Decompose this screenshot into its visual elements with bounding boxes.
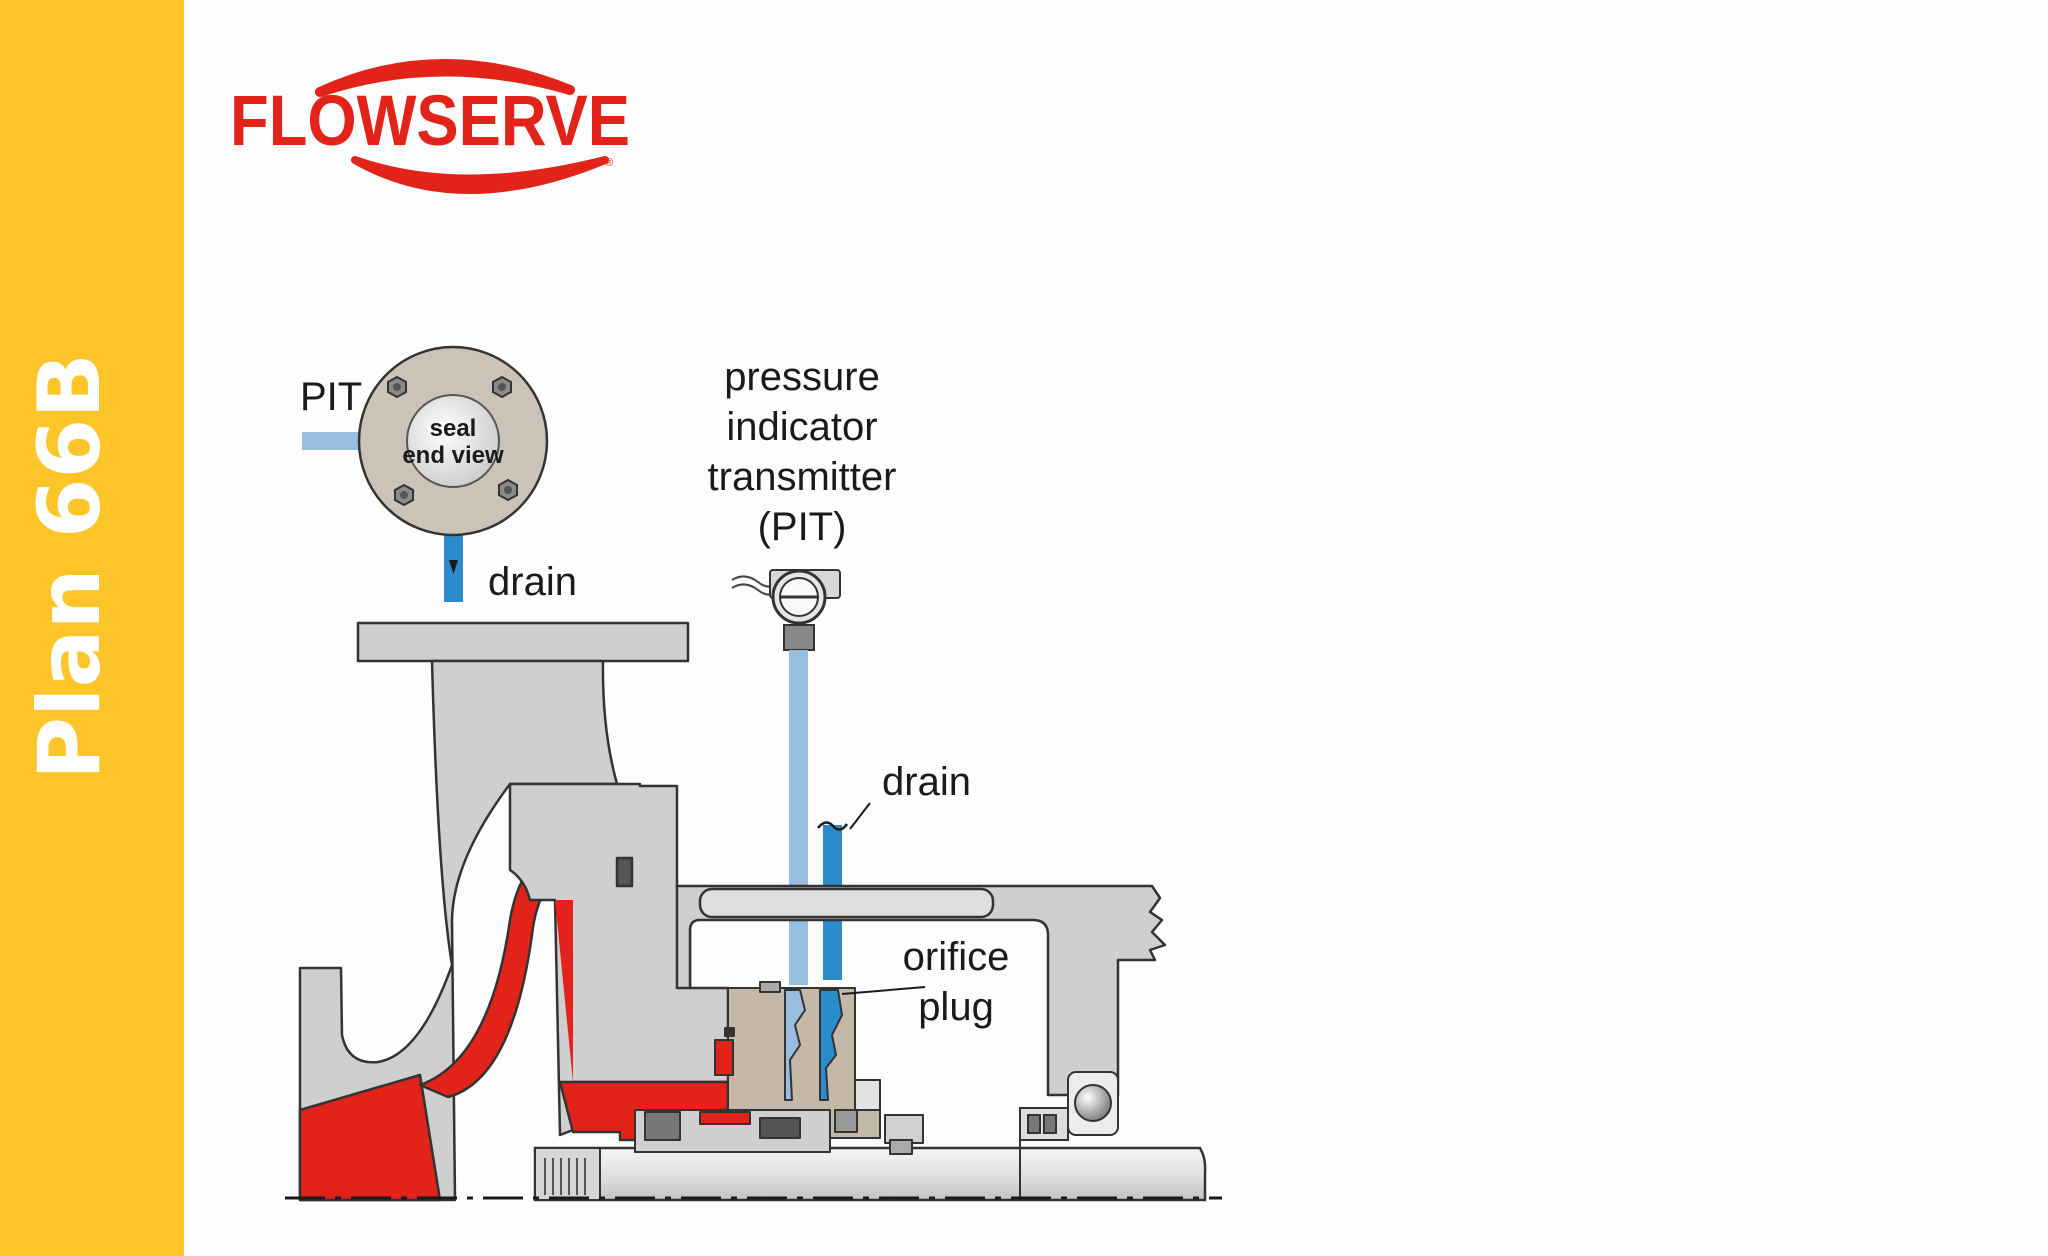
mechanical-seal [634, 981, 924, 1155]
pit-label-line1: pressure [724, 355, 880, 399]
drain-arrow-icon [449, 560, 458, 574]
plan-title: Plan 66B [20, 353, 120, 780]
drain-label-mid: drain [882, 760, 971, 804]
pit-label-line2: indicator [726, 405, 877, 449]
pump-casing [298, 621, 690, 1202]
bearing [1019, 1071, 1119, 1141]
end-view-label-line2: end view [402, 442, 504, 469]
shaft [533, 1138, 1207, 1202]
pit-label-line3: transmitter [708, 455, 897, 499]
flowserve-logo: FLOWSERVE ® [230, 59, 630, 194]
orifice-label-line1: orifice [903, 935, 1010, 979]
orifice-label-line2: plug [918, 985, 994, 1029]
pit-label-line4: (PIT) [758, 505, 847, 549]
pit-connection-line [302, 432, 364, 450]
svg-text:®: ® [605, 157, 613, 169]
seal-end-view: seal end view [302, 345, 549, 602]
pit-transmitter [731, 569, 841, 651]
plan-66b-diagram: seal end view PIT drain pressure indicat… [285, 345, 1222, 1202]
end-view-label-line1: seal [430, 415, 477, 442]
sidebar-band: Plan 66B [0, 0, 184, 1256]
pit-short-label: PIT [300, 375, 362, 419]
seal-chamber-housing [508, 782, 730, 1142]
pressure-line [789, 650, 808, 985]
drain-label-top: drain [488, 560, 577, 604]
svg-text:FLOWSERVE: FLOWSERVE [230, 82, 630, 161]
seal-bore [406, 394, 500, 488]
